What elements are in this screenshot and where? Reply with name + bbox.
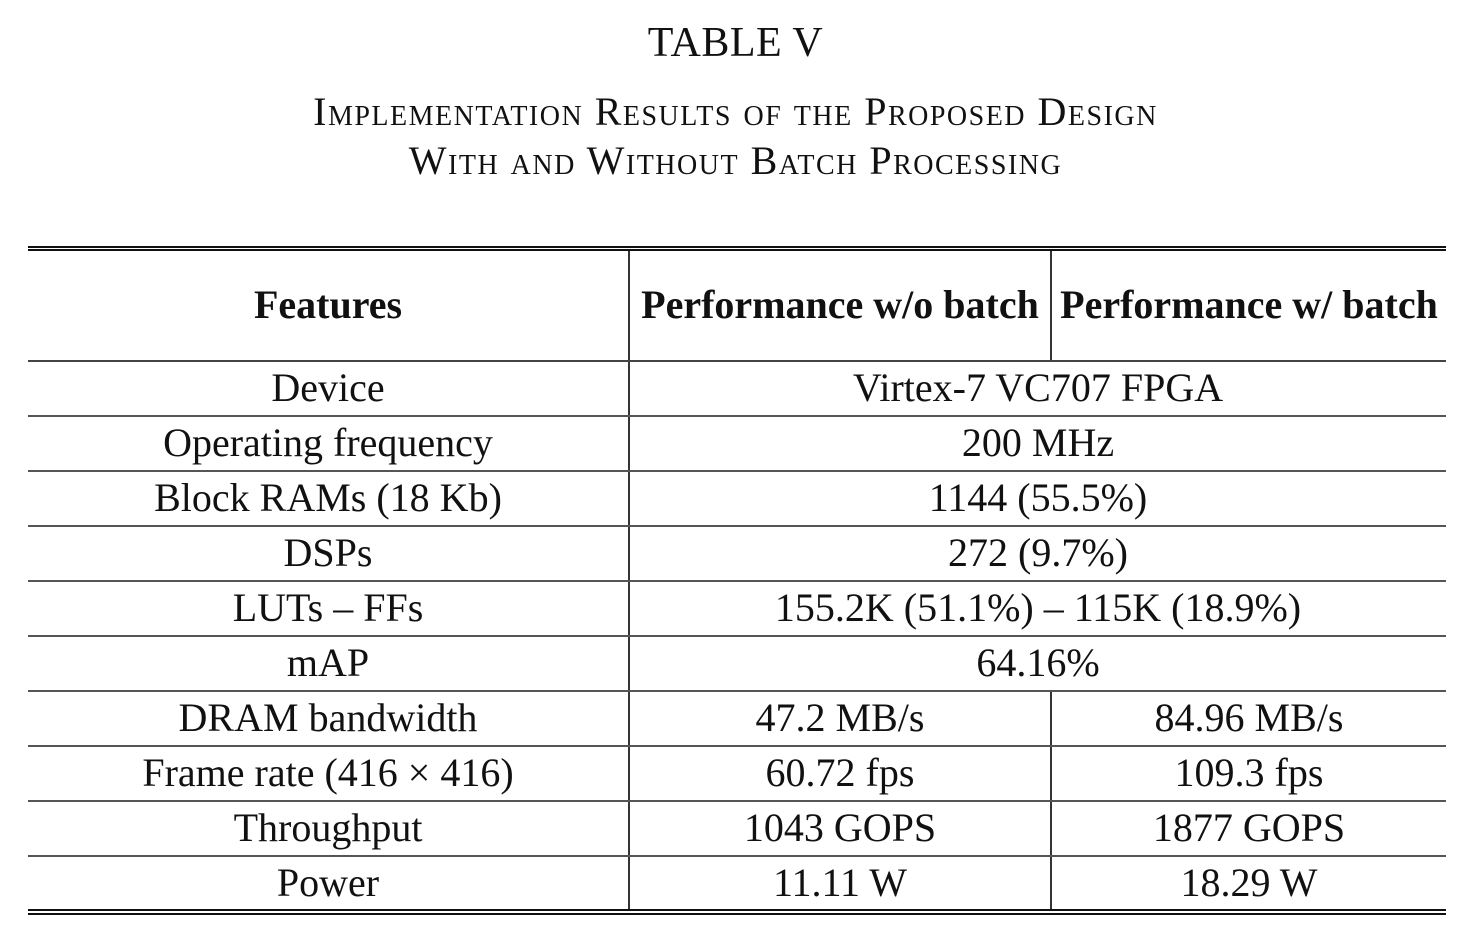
without-batch-cell: 11.11 W xyxy=(628,855,1051,915)
shared-value-cell: 200 MHz xyxy=(628,415,1446,472)
table-caption-line-2: With and Without Batch Processing xyxy=(408,138,1063,183)
feature-cell: DRAM bandwidth xyxy=(28,690,629,747)
shared-value-cell: 272 (9.7%) xyxy=(628,525,1446,582)
feature-cell: DSPs xyxy=(28,525,629,582)
header-row: Features Performance w/o batch Performan… xyxy=(28,246,1446,362)
shared-value-cell: 1144 (55.5%) xyxy=(628,470,1446,527)
table-row: DRAM bandwidth 47.2 MB/s 84.96 MB/s xyxy=(28,690,1446,747)
table-row: Throughput 1043 GOPS 1877 GOPS xyxy=(28,800,1446,857)
table-row: Device Virtex-7 VC707 FPGA xyxy=(28,360,1446,417)
feature-cell: LUTs – FFs xyxy=(28,580,629,637)
table-row: Power 11.11 W 18.29 W xyxy=(28,855,1446,915)
feature-cell: Operating frequency xyxy=(28,415,629,472)
feature-cell: Power xyxy=(28,855,629,915)
without-batch-cell: 47.2 MB/s xyxy=(628,690,1051,747)
table-row: Block RAMs (18 Kb) 1144 (55.5%) xyxy=(28,470,1446,527)
table-row: Operating frequency 200 MHz xyxy=(28,415,1446,472)
table-row: LUTs – FFs 155.2K (51.1%) – 115K (18.9%) xyxy=(28,580,1446,637)
feature-cell: Block RAMs (18 Kb) xyxy=(28,470,629,527)
feature-cell: mAP xyxy=(28,635,629,692)
feature-cell: Throughput xyxy=(28,800,629,857)
with-batch-cell: 18.29 W xyxy=(1050,855,1446,915)
header-with-batch: Performance w/ batch xyxy=(1050,246,1446,362)
with-batch-cell: 109.3 fps xyxy=(1050,745,1446,802)
without-batch-cell: 1043 GOPS xyxy=(628,800,1051,857)
without-batch-cell: 60.72 fps xyxy=(628,745,1051,802)
table-caption-line-1: Implementation Results of the Proposed D… xyxy=(313,89,1158,134)
table-number: TABLE V xyxy=(647,20,824,66)
shared-value-cell: 64.16% xyxy=(628,635,1446,692)
header-without-batch: Performance w/o batch xyxy=(628,246,1051,362)
feature-cell: Device xyxy=(28,360,629,417)
table-row: DSPs 272 (9.7%) xyxy=(28,525,1446,582)
feature-cell: Frame rate (416 × 416) xyxy=(28,745,629,802)
shared-value-cell: Virtex-7 VC707 FPGA xyxy=(628,360,1446,417)
with-batch-cell: 84.96 MB/s xyxy=(1050,690,1446,747)
table-row: Frame rate (416 × 416) 60.72 fps 109.3 f… xyxy=(28,745,1446,802)
results-table: Features Performance w/o batch Performan… xyxy=(28,246,1446,915)
shared-value-cell: 155.2K (51.1%) – 115K (18.9%) xyxy=(628,580,1446,637)
header-features: Features xyxy=(28,246,629,362)
table-row: mAP 64.16% xyxy=(28,635,1446,692)
with-batch-cell: 1877 GOPS xyxy=(1050,800,1446,857)
